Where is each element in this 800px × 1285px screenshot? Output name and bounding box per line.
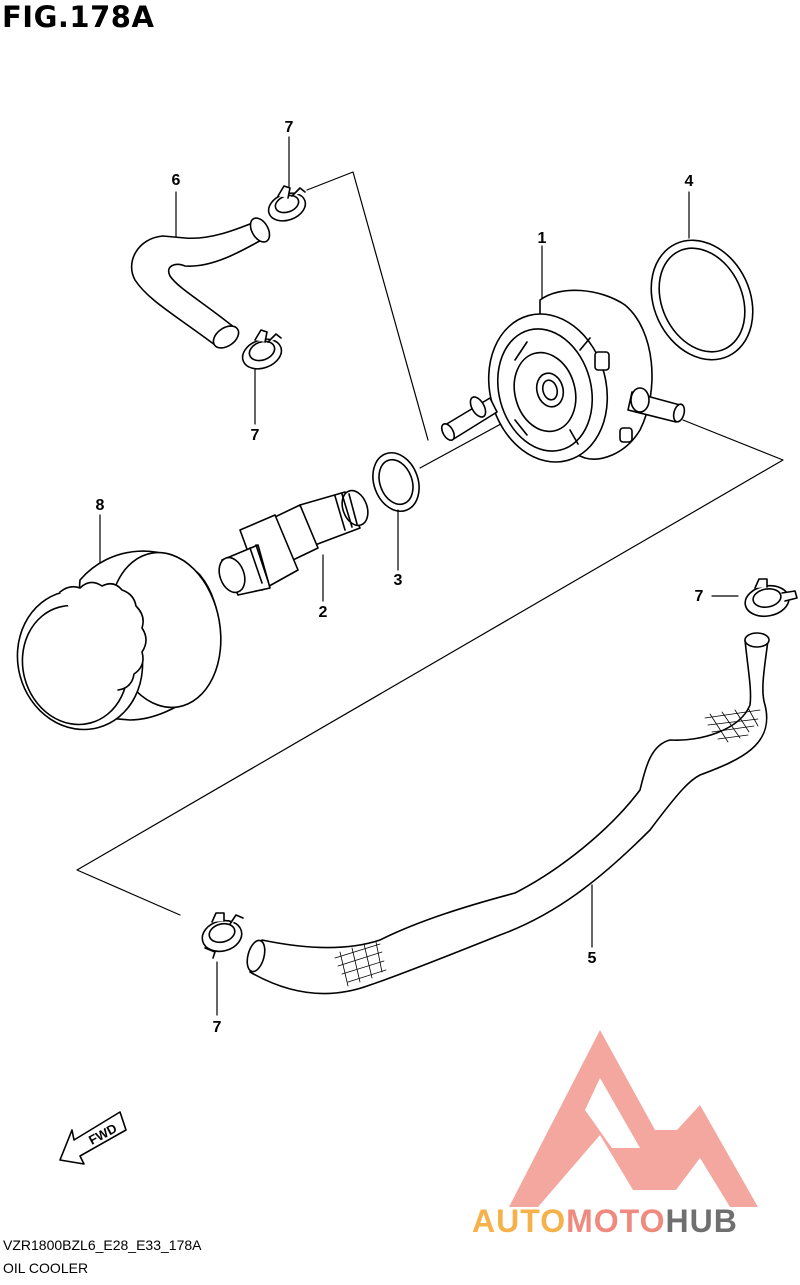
model-code: VZR1800BZL6_E28_E33_178A (3, 1237, 202, 1253)
callout-6: 6 (171, 172, 181, 189)
callout-8: 8 (95, 497, 105, 514)
hose-clamp-bottom (201, 912, 244, 959)
gasket (372, 452, 420, 512)
oil-hose-lower (246, 632, 770, 995)
oil-cooler (440, 289, 686, 463)
callout-1: 1 (537, 230, 547, 247)
oil-hose-upper (130, 217, 271, 349)
oil-filter (16, 550, 222, 731)
hose-clamp-right (744, 578, 798, 618)
callout-3: 3 (393, 572, 403, 589)
figure-title: FIG.178A (2, 0, 155, 34)
callout-7-top: 7 (284, 119, 294, 136)
callout-7-right: 7 (694, 588, 704, 605)
o-ring (650, 239, 754, 361)
hose-mesh-lower (334, 941, 387, 987)
union-bolt (218, 489, 369, 596)
hose-mesh-upper (704, 707, 761, 743)
watermark-text: AUTOMOTOHUB (472, 1203, 738, 1240)
watermark-moto: MOTO (566, 1203, 666, 1239)
hose-clamp-top (267, 185, 307, 222)
callout-4: 4 (684, 173, 694, 190)
hose-clamp-upper-hose (241, 329, 283, 370)
fwd-arrow-icon: FWD (59, 1111, 127, 1165)
watermark-logo-icon (509, 1030, 758, 1207)
callout-5: 5 (587, 950, 597, 967)
watermark-hub: HUB (665, 1203, 738, 1239)
leader-lines (76, 136, 784, 1016)
callout-2: 2 (318, 604, 328, 621)
callout-7-bottom: 7 (212, 1019, 222, 1036)
section-name: OIL COOLER (3, 1260, 89, 1276)
watermark-auto: AUTO (472, 1203, 567, 1239)
callout-7-upper-hose: 7 (250, 427, 260, 444)
